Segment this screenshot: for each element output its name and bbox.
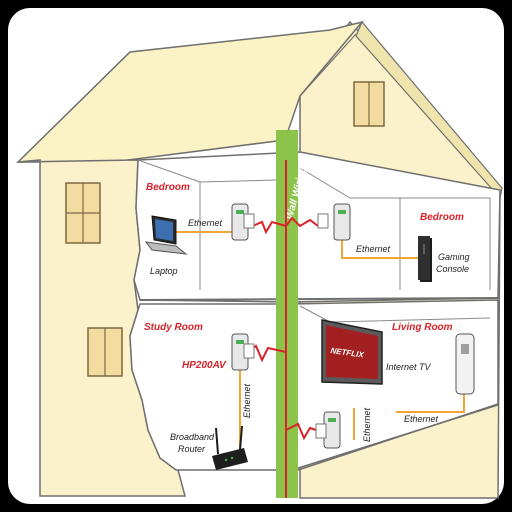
- room-label-bedroom-left: Bedroom: [146, 182, 190, 193]
- lower-floor-edge: [297, 403, 499, 471]
- wall-outlet-icon: [243, 343, 255, 359]
- laptop-label: Laptop: [150, 266, 178, 276]
- laptop-icon: [144, 215, 188, 255]
- router-icon: [212, 425, 248, 470]
- upper-floor-interior: [133, 151, 501, 303]
- window-icon: [87, 327, 123, 377]
- ethernet-label-gaming: Ethernet: [356, 244, 391, 254]
- router-label-line2: Router: [178, 444, 206, 454]
- upper-right-room-edges: [299, 167, 491, 290]
- powerline-adapter-icon: [231, 333, 249, 371]
- gaming-console-label-line1: Gaming: [438, 252, 470, 262]
- wall-outlet-icon: [315, 423, 327, 439]
- powerline-adapter-icon: [333, 203, 351, 241]
- roof-ridge: [299, 33, 357, 97]
- window-icon: [353, 81, 385, 127]
- wall-outlet-icon: [317, 213, 329, 229]
- tv-icon: NETFLIX: [321, 319, 383, 385]
- room-label-bedroom-right: Bedroom: [420, 212, 464, 223]
- wall-outlet-icon: [243, 213, 255, 229]
- window-icon: [65, 182, 101, 244]
- room-label-living: Living Room: [392, 322, 453, 333]
- ethernet-label-laptop: Ethernet: [188, 218, 223, 228]
- upper-left-room-edges: [137, 159, 279, 290]
- ethernet-label-living: Ethernet: [404, 414, 439, 424]
- ethernet-label-study: Ethernet: [242, 383, 252, 418]
- roof-left: [16, 20, 365, 163]
- internet-tv-label: Internet TV: [386, 362, 432, 372]
- gaming-console-icon: [418, 236, 432, 282]
- ethernet-label-tv: Ethernet: [362, 407, 372, 442]
- room-label-study: Study Room: [144, 322, 203, 333]
- adapter-model-label: HP200AV: [182, 360, 227, 371]
- gaming-console-label-line2: Console: [436, 264, 469, 274]
- router-label-line1: Broadband: [170, 432, 215, 442]
- lower-floor-interior: [129, 299, 499, 471]
- floor-slab: [139, 297, 499, 301]
- powerline-adapter-icon: [455, 333, 475, 395]
